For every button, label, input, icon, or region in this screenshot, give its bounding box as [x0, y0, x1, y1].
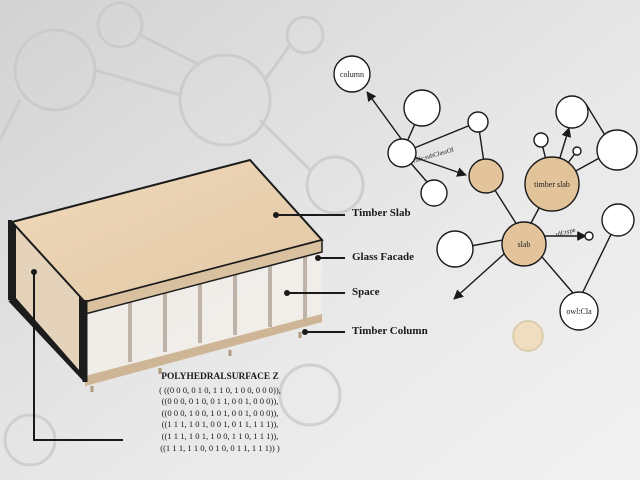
node-instance: [601, 203, 635, 237]
end-wall-face: [16, 226, 79, 370]
node-instance: [420, 179, 448, 207]
floor-slab: [85, 314, 322, 386]
node-literal: [572, 146, 582, 156]
building-model: [8, 158, 324, 392]
node-slab: [501, 221, 547, 267]
node-literal: [467, 111, 489, 133]
label-timber-slab: Timber Slab: [352, 207, 411, 219]
wkt-line: ((0 0 0, 0 1 0, 0 1 1, 0 0 1, 0 0 0)),: [161, 396, 279, 407]
wkt-line: ((1 1 1, 1 0 1, 0 0 1, 0 1 1, 1 1 1)),: [161, 419, 279, 430]
node-timber-slab: [524, 156, 580, 212]
node-label-owl-class: owl:Cla: [566, 307, 592, 316]
wkt-line: ((0 0 0, 1 0 0, 1 0 1, 0 0 1, 0 0 0)),: [161, 407, 279, 418]
node-owl-class: [559, 291, 599, 331]
node-instance: [555, 95, 589, 129]
wkt-header: POLYHEDRALSURFACE Z: [161, 372, 279, 382]
node-label-column: column: [340, 70, 364, 79]
node-instance: [596, 129, 638, 171]
node-literal: [533, 132, 549, 148]
wkt-leader: [33, 272, 123, 441]
graph-nodes: [333, 55, 638, 352]
node-instance: [403, 89, 441, 127]
callout-leaders: [276, 214, 345, 333]
column-feet: [90, 332, 302, 392]
wkt-line: ( ((0 0 0, 0 1 0, 1 1 0, 1 0 0, 0 0 0)),: [159, 384, 281, 395]
timber-columns: [128, 256, 307, 362]
node-concept: [468, 158, 504, 194]
label-space: Space: [352, 286, 380, 298]
node-literal: [584, 231, 594, 241]
label-timber-column: Timber Column: [352, 325, 428, 337]
edge-label-rdftype: rdf:type: [555, 227, 577, 239]
wkt-line: ((1 1 1, 1 0 1, 1 0 0, 1 1 0, 1 1 1)),: [161, 430, 279, 441]
node-concept-faded: [512, 320, 544, 352]
node-instance: [436, 230, 474, 268]
callout-dots: [273, 212, 321, 335]
wkt-geometry: POLYHEDRALSURFACE Z ( ((0 0 0, 0 1 0, 1 …: [120, 372, 320, 454]
label-glass-facade: Glass Facade: [352, 251, 415, 263]
wkt-line: ((1 1 1, 1 1 0, 0 1 0, 0 1 1, 1 1 1)) ): [160, 442, 280, 453]
glass-facade: [85, 248, 322, 380]
node-label-timber-slab: timber slab: [534, 180, 570, 189]
node-instance: [387, 138, 417, 168]
node-label-slab: slab: [518, 240, 531, 249]
node-column: [333, 55, 371, 93]
